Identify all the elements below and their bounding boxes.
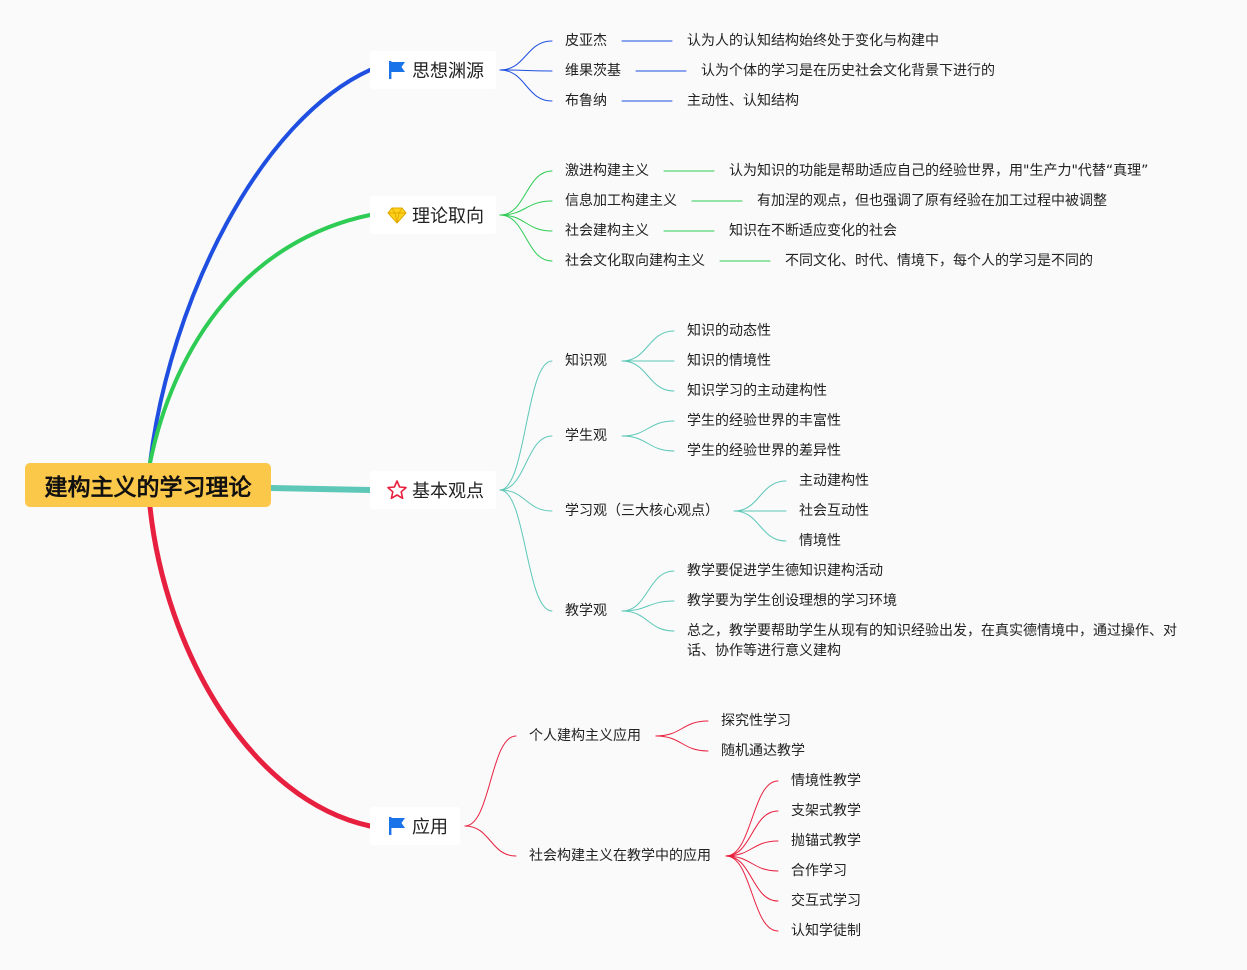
detail-social[interactable]: 知识在不断适应变化的社会 — [729, 223, 897, 239]
leaf-learning-active[interactable]: 主动建构性 — [799, 473, 869, 489]
connector-origins-1 — [499, 69, 553, 72]
branch-label: 基本观点 — [412, 481, 484, 502]
flag-icon — [386, 815, 408, 837]
node-bruner[interactable]: 布鲁纳 — [565, 93, 607, 109]
star-icon — [386, 479, 408, 501]
leaf-apprenticeship[interactable]: 认知学徒制 — [791, 923, 861, 939]
leaf-inquiry-learning[interactable]: 探究性学习 — [721, 713, 791, 729]
node-learning-view[interactable]: 学习观（三大核心观点） — [565, 503, 719, 519]
connector-social-3 — [725, 855, 779, 872]
connector-social-1 — [725, 810, 779, 857]
connector-teaching-2 — [621, 610, 675, 632]
connector-social-5 — [725, 855, 779, 932]
leaf-knowledge-dynamic[interactable]: 知识的动态性 — [687, 323, 771, 339]
node-piaget[interactable]: 皮亚杰 — [565, 33, 607, 49]
connector-origins-2 — [499, 69, 553, 102]
connector-application-0 — [464, 735, 517, 827]
connector-knowledge-2 — [621, 360, 675, 392]
branch-label: 思想渊源 — [412, 61, 484, 82]
detail-info-processing[interactable]: 有加涅的观点，但也强调了原有经验在加工过程中被调整 — [757, 193, 1107, 209]
leaf-situated-teaching[interactable]: 情境性教学 — [791, 773, 861, 789]
node-sociocultural-constructivism[interactable]: 社会文化取向建构主义 — [565, 253, 705, 269]
connector-student-1 — [621, 435, 675, 452]
leaf-interactive[interactable]: 交互式学习 — [791, 893, 861, 909]
detail-piaget[interactable]: 认为人的认知结构始终处于变化与构建中 — [687, 33, 939, 49]
connector-orientations-1 — [499, 200, 553, 216]
flag-icon — [386, 59, 408, 81]
root-topic[interactable]: 建构主义的学习理论 — [25, 463, 271, 507]
connector-knowledge-0 — [621, 330, 675, 362]
detail-bruner[interactable]: 主动性、认知结构 — [687, 93, 799, 109]
leaf-learning-situated[interactable]: 情境性 — [799, 533, 841, 549]
leaf-teaching-environment[interactable]: 教学要为学生创设理想的学习环境 — [687, 593, 897, 609]
node-individual-application[interactable]: 个人建构主义应用 — [529, 728, 641, 744]
detail-vygotsky[interactable]: 认为个体的学习是在历史社会文化背景下进行的 — [701, 63, 995, 79]
connector-root-basic-views — [268, 485, 373, 493]
connector-social-2 — [725, 840, 779, 857]
connector-root-application — [147, 504, 373, 829]
connector-origins-0 — [499, 40, 553, 71]
leaf-scaffolding[interactable]: 支架式教学 — [791, 803, 861, 819]
leaf-teaching-promote[interactable]: 教学要促进学生德知识建构活动 — [687, 563, 883, 579]
connector-individual-1 — [655, 735, 709, 752]
node-social-constructivism[interactable]: 社会建构主义 — [565, 223, 649, 239]
leaf-student-difference[interactable]: 学生的经验世界的差异性 — [687, 443, 841, 459]
node-info-processing-constructivism[interactable]: 信息加工构建主义 — [565, 193, 677, 209]
connector-student-0 — [621, 420, 675, 437]
branch-label: 应用 — [412, 817, 448, 838]
leaf-random-access[interactable]: 随机通达教学 — [721, 743, 805, 759]
leaf-teaching-summary[interactable]: 总之，教学要帮助学生从现有的知识经验出发，在真实德情境中，通过操作、对话、协作等… — [687, 623, 1177, 659]
branch-basic-views[interactable]: 基本观点 — [370, 471, 496, 509]
detail-sociocultural[interactable]: 不同文化、时代、情境下，每个人的学习是不同的 — [785, 253, 1093, 269]
connector-orientations-3 — [499, 214, 553, 262]
connector-teaching-1 — [621, 600, 675, 612]
connector-root-orientations — [148, 213, 372, 465]
connector-root-origins — [148, 68, 372, 465]
connector-teaching-0 — [621, 570, 675, 612]
node-vygotsky[interactable]: 维果茨基 — [565, 63, 621, 79]
branch-application[interactable]: 应用 — [370, 807, 460, 845]
leaf-anchored[interactable]: 抛锚式教学 — [791, 833, 861, 849]
node-social-application[interactable]: 社会构建主义在教学中的应用 — [529, 848, 711, 864]
leaf-knowledge-situated[interactable]: 知识的情境性 — [687, 353, 771, 369]
connector-social-0 — [725, 780, 779, 857]
leaf-cooperative[interactable]: 合作学习 — [791, 863, 847, 879]
connector-basic-views-2 — [499, 489, 553, 512]
connector-learning-0 — [733, 480, 787, 512]
leaf-knowledge-active[interactable]: 知识学习的主动建构性 — [687, 383, 827, 399]
connector-basic-views-0 — [499, 360, 553, 491]
connector-social-4 — [725, 855, 779, 902]
node-radical-constructivism[interactable]: 激进构建主义 — [565, 163, 649, 179]
detail-radical[interactable]: 认为知识的功能是帮助适应自己的经验世界，用"生产力"代替“真理” — [729, 163, 1149, 179]
branch-origins[interactable]: 思想渊源 — [370, 51, 496, 89]
connector-orientations-0 — [499, 170, 553, 216]
leaf-learning-social[interactable]: 社会互动性 — [799, 503, 869, 519]
connector-learning-2 — [733, 510, 787, 542]
node-knowledge-view[interactable]: 知识观 — [565, 353, 607, 369]
branch-orientations[interactable]: 理论取向 — [370, 196, 496, 234]
leaf-student-richness[interactable]: 学生的经验世界的丰富性 — [687, 413, 841, 429]
connector-basic-views-3 — [499, 489, 553, 612]
connector-basic-views-1 — [499, 435, 553, 491]
node-student-view[interactable]: 学生观 — [565, 428, 607, 444]
node-teaching-view[interactable]: 教学观 — [565, 603, 607, 619]
connector-individual-0 — [655, 720, 709, 737]
diamond-icon — [386, 204, 408, 226]
connector-orientations-2 — [499, 214, 553, 232]
connector-application-1 — [464, 825, 517, 857]
branch-label: 理论取向 — [412, 206, 484, 227]
